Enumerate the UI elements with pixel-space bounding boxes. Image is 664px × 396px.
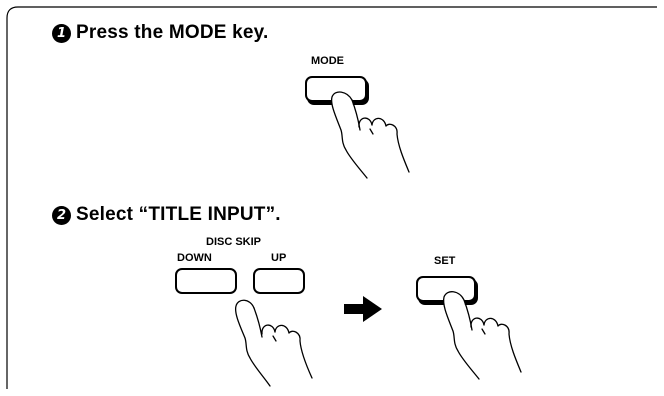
hand-pointer-icon (234, 299, 313, 387)
down-key-label: DOWN (177, 252, 212, 264)
up-key-label: UP (271, 252, 287, 264)
arrow-right-icon (344, 296, 382, 322)
disc-skip-down-key[interactable] (175, 268, 237, 294)
mode-key-label: MODE (311, 55, 344, 67)
step-1-number-badge: 1 (52, 23, 71, 43)
disc-skip-group-label: DISC SKIP (206, 236, 262, 248)
step-2-heading: 2 Select “TITLE INPUT”. (52, 204, 281, 226)
step-1-heading: 1 Press the MODE key. (52, 22, 268, 44)
hand-pointer-icon (330, 91, 410, 179)
step-2-number-badge: 2 (52, 205, 71, 225)
disc-skip-up-key[interactable] (253, 268, 305, 294)
step-2-title: Select “TITLE INPUT”. (76, 204, 281, 225)
set-key-label: SET (434, 255, 456, 267)
hand-pointer-icon (442, 291, 522, 380)
instruction-panel (6, 6, 658, 390)
step-1-title: Press the MODE key. (76, 22, 269, 43)
panel-frame (6, 6, 657, 389)
